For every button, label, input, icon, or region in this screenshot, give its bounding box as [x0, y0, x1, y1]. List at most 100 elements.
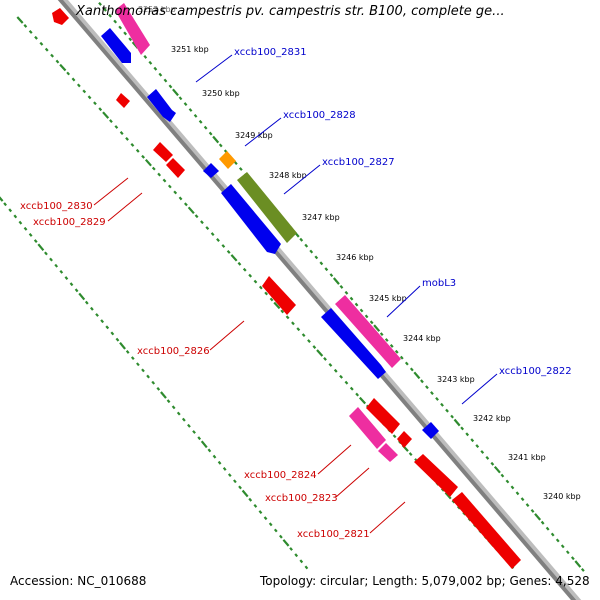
tick-mark	[69, 282, 74, 287]
tick-mark	[500, 473, 505, 478]
tick-mark	[359, 308, 364, 313]
tick-mark	[216, 238, 220, 242]
gene-feature[interactable]	[166, 158, 185, 178]
gene-label[interactable]: xccb100_2828	[283, 110, 356, 121]
tick-mark	[253, 279, 258, 284]
gene-feature[interactable]	[349, 407, 386, 449]
gene-feature[interactable]	[422, 422, 439, 439]
gene-feature[interactable]	[219, 151, 236, 169]
tick-mark	[200, 220, 204, 225]
gene-feature[interactable]	[262, 276, 296, 315]
tick-mark	[141, 154, 146, 159]
tick-mark	[125, 136, 129, 141]
tick-mark	[55, 59, 60, 64]
tick-mark	[84, 300, 89, 305]
tick-mark	[453, 418, 461, 427]
tick-mark	[233, 161, 238, 166]
gene-feature[interactable]	[52, 8, 69, 25]
tick-mark	[384, 338, 389, 342]
tick-mark	[207, 448, 212, 453]
tick-mark	[54, 263, 59, 268]
gene-label[interactable]: xccb100_2826	[137, 346, 210, 357]
tick-mark	[194, 214, 199, 219]
tick-mark	[39, 41, 44, 46]
tick-mark	[128, 37, 133, 42]
tick-mark	[119, 131, 124, 135]
tick-mark	[355, 392, 360, 397]
tick-mark	[465, 432, 470, 437]
gene-feature[interactable]	[335, 295, 401, 368]
label-leaders-forward	[195, 54, 498, 405]
gene-feature[interactable]	[101, 28, 131, 63]
kbp-label: 3247 kbp	[302, 213, 340, 222]
tick-mark	[304, 565, 309, 570]
tick-mark	[291, 321, 295, 326]
tick-mark	[66, 71, 71, 76]
kbp-label: 3246 kbp	[336, 253, 374, 262]
gene-feature[interactable]	[237, 172, 297, 243]
tick-mark	[192, 430, 196, 434]
topology-text: Topology: circular; Length: 5,079,002 bp…	[260, 574, 590, 588]
tick-mark	[102, 111, 110, 119]
gene-feature[interactable]	[116, 93, 130, 108]
tick-mark	[525, 503, 530, 508]
gene-label[interactable]: xccb100_2824	[244, 470, 317, 481]
gene-label[interactable]: xccb100_2829	[33, 217, 106, 228]
tick-mark	[98, 107, 103, 112]
gene-label[interactable]: xccb100_2822	[499, 366, 572, 377]
tick-mark	[222, 467, 227, 471]
tick-mark	[13, 214, 18, 219]
tick-mark	[167, 184, 172, 189]
tick-mark	[565, 550, 570, 555]
gene-label[interactable]: xccb100_2831	[234, 47, 307, 58]
tick-mark	[136, 362, 140, 367]
tick-mark	[168, 84, 173, 89]
tick-mark	[158, 72, 163, 77]
tick-mark	[268, 522, 273, 527]
gene-feature[interactable]	[203, 163, 219, 178]
gene-label[interactable]: xccb100_2830	[20, 201, 93, 212]
tick-mark	[545, 526, 550, 531]
gene-feature[interactable]	[153, 142, 173, 162]
tick-rings	[0, 1, 585, 572]
tick-mark	[574, 560, 582, 568]
tick-mark	[181, 417, 186, 422]
gene-label[interactable]: xccb100_2823	[265, 493, 338, 504]
tick-mark	[329, 273, 334, 278]
gene-feature[interactable]	[397, 431, 412, 448]
tick-mark	[460, 426, 465, 431]
tick-mark	[238, 167, 243, 171]
tick-mark	[160, 391, 167, 399]
tick-mark	[534, 513, 542, 521]
tick-mark	[141, 368, 145, 373]
genome-backbone	[57, 0, 577, 600]
gene-feature[interactable]	[115, 3, 150, 55]
gene-label[interactable]: xccb100_2821	[297, 529, 370, 540]
gene-feature[interactable]	[414, 454, 458, 497]
tick-mark	[74, 288, 79, 293]
tick-mark	[203, 125, 208, 130]
gene-feature[interactable]	[452, 492, 521, 569]
tick-mark	[119, 342, 126, 350]
gene-feature[interactable]	[321, 308, 386, 379]
tick-mark	[324, 267, 329, 272]
gene-label[interactable]: xccb100_2827	[322, 157, 395, 168]
gene-feature[interactable]	[221, 184, 281, 254]
gene-label[interactable]: mobL3	[422, 278, 456, 289]
tick-mark	[108, 13, 112, 18]
gene-feature[interactable]	[366, 398, 400, 434]
tick-mark	[444, 491, 452, 500]
gene-feature[interactable]	[147, 89, 176, 122]
tick-mark	[399, 355, 404, 360]
tick-mark	[280, 309, 285, 314]
tick-mark	[475, 444, 480, 449]
tick-mark	[450, 414, 454, 419]
tick-mark	[301, 333, 306, 338]
tick-mark	[151, 166, 156, 171]
tick-mark	[233, 479, 237, 484]
tick-mark	[264, 291, 269, 296]
tick-mark	[200, 440, 208, 449]
tick-mark	[146, 374, 150, 379]
gene-feature[interactable]	[378, 443, 398, 462]
tick-mark	[153, 66, 158, 71]
